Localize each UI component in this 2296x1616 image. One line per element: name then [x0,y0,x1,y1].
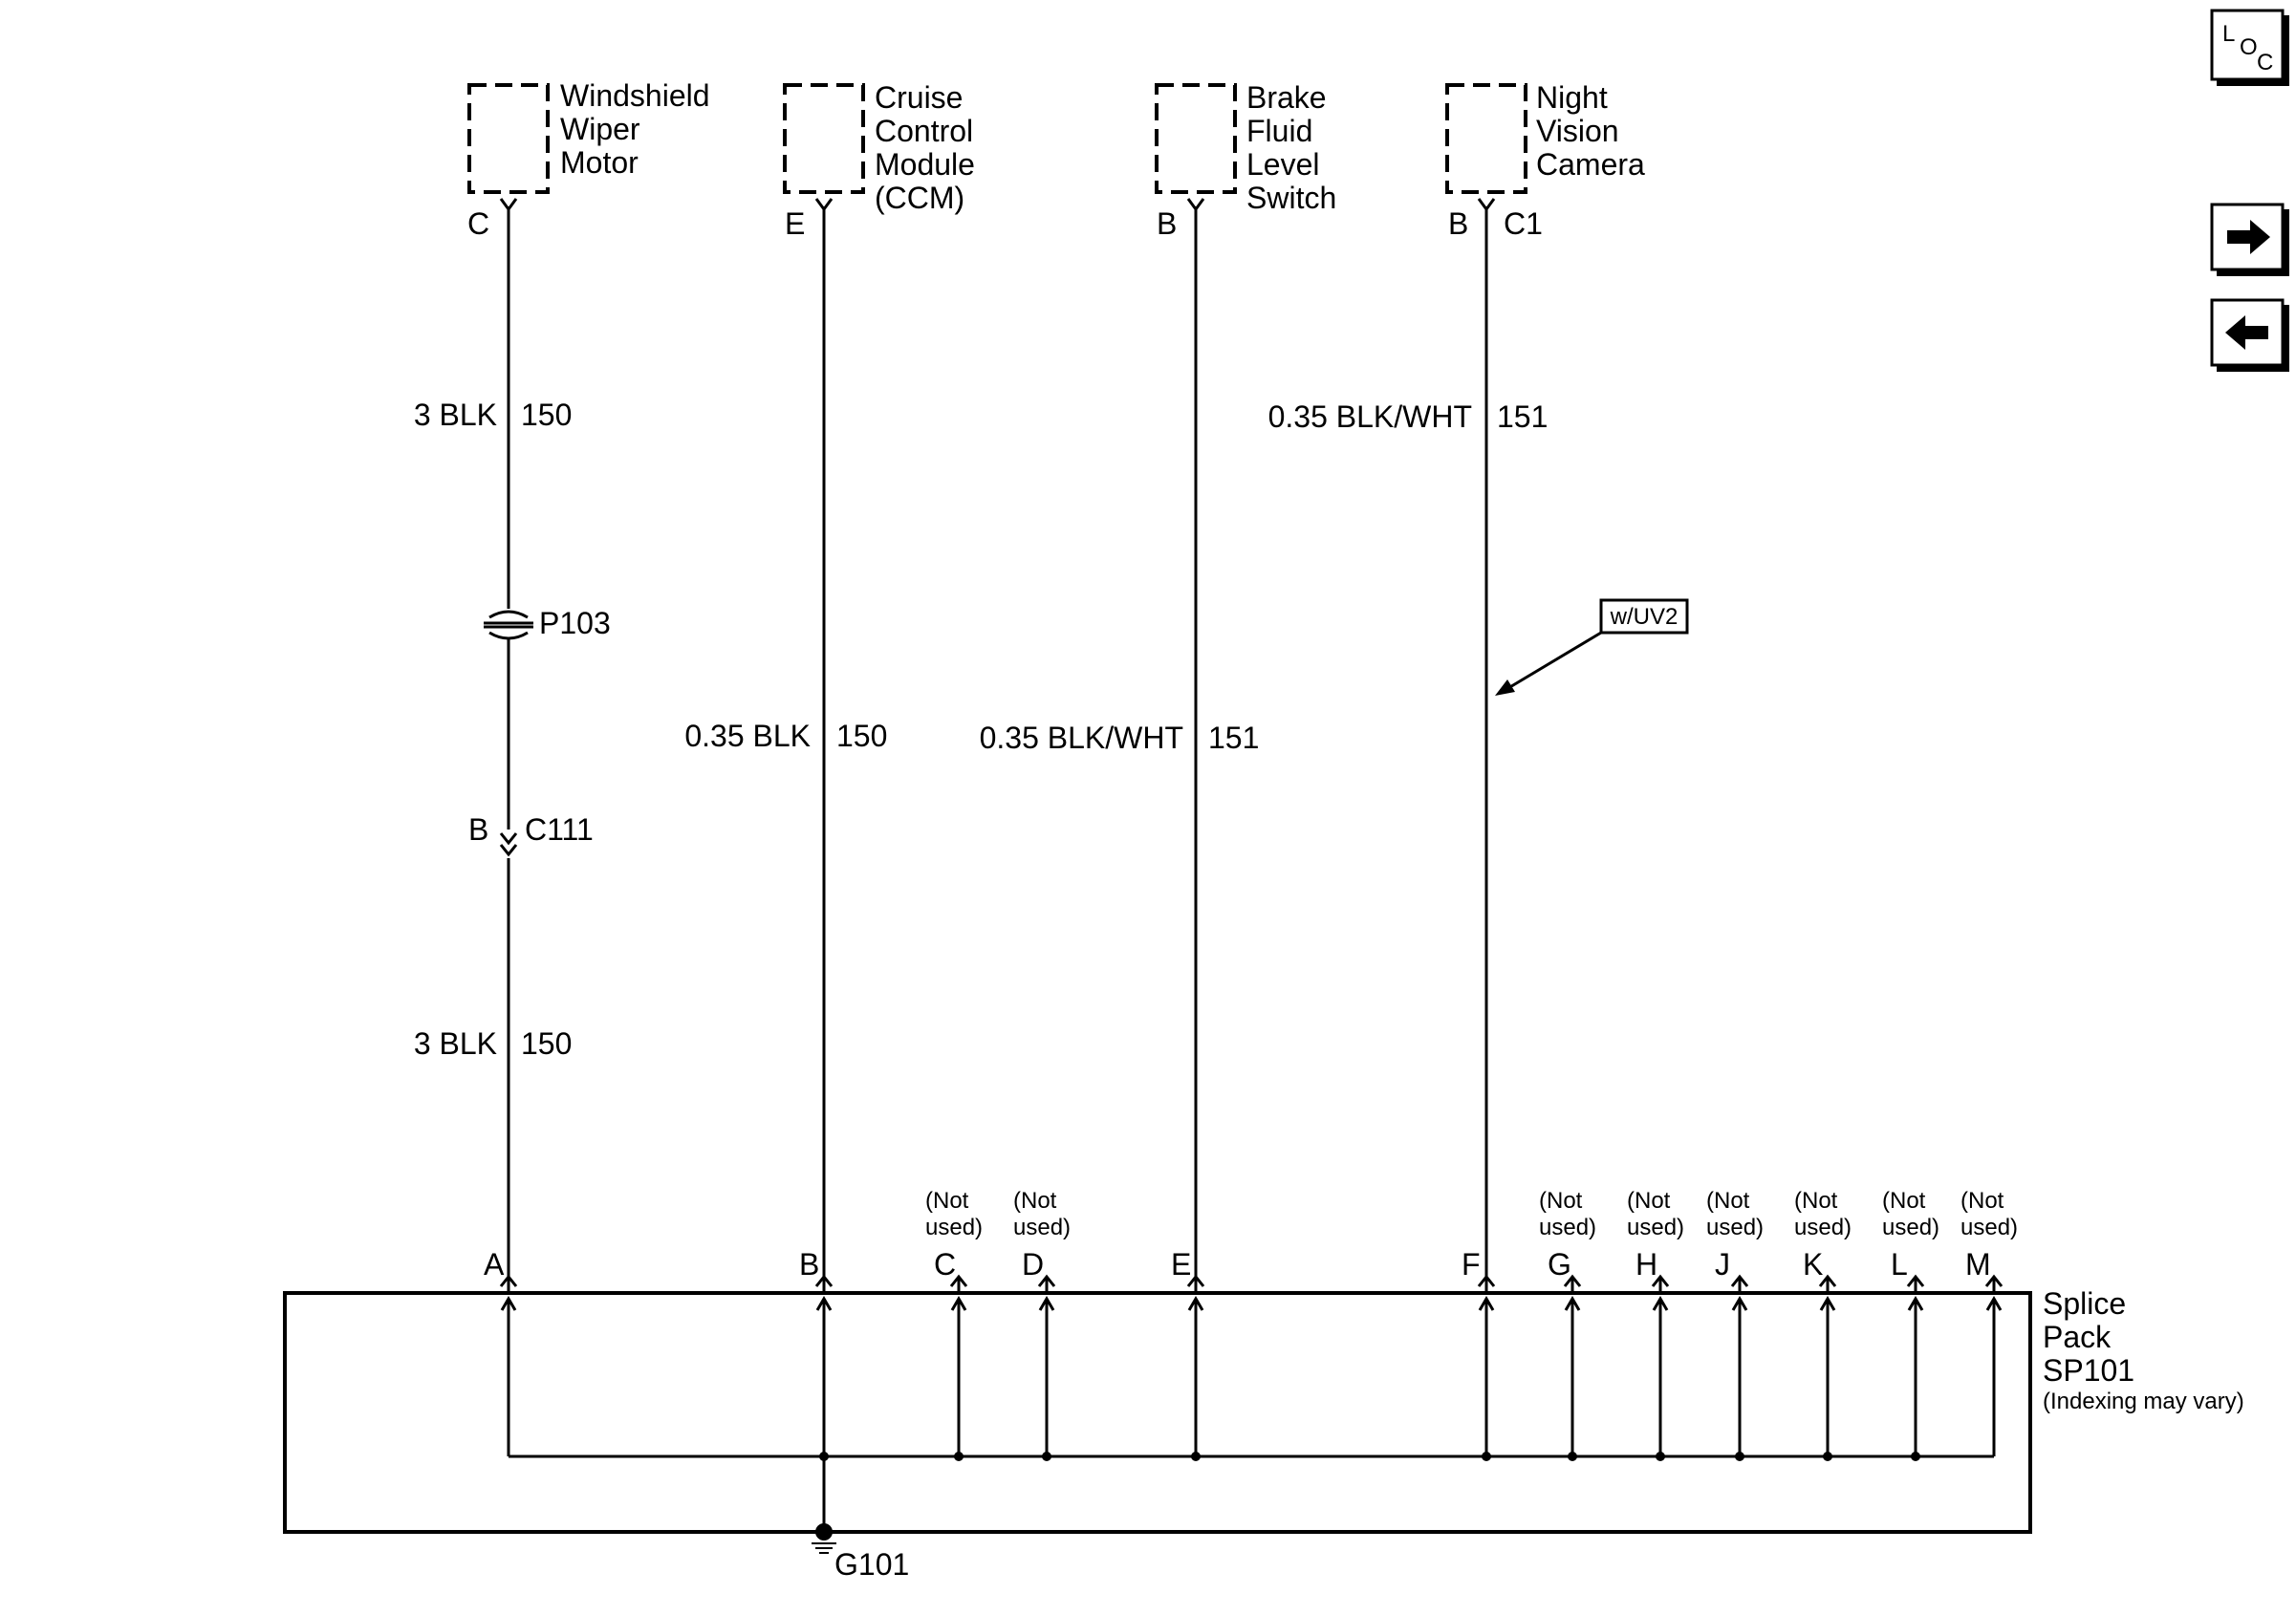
c111-connector [499,832,518,857]
not-used-line2: used) [1627,1215,1684,1240]
cruise-wire-circuit: 150 [836,719,887,753]
loc-letter-c: C [2257,50,2273,75]
night-connector-label: C1 [1504,206,1543,241]
splice-pin-label: J [1715,1247,1730,1282]
not-used-line2: used) [925,1215,983,1240]
splice-pin-label: B [799,1247,819,1282]
loc-button[interactable]: L O C [2210,9,2289,86]
loc-letter-o: O [2240,34,2258,60]
arrow-left-icon [2225,315,2268,350]
wiper-pin-label: C [467,206,489,241]
next-page-button[interactable] [2210,203,2289,276]
splice-pin-f: F [1462,1247,1496,1461]
c111-pin-label: B [468,812,488,847]
not-used-line2: used) [1013,1215,1071,1240]
not-used-line1: (Not [1882,1188,1926,1214]
component-terminals [499,198,1496,212]
brake-pin-label: B [1157,206,1177,241]
splice-pack-line1: Splice [2043,1286,2126,1321]
splice-pin-label: D [1022,1247,1044,1282]
splice-pack-line3: SP101 [2043,1353,2134,1388]
night-label-2: Vision [1536,114,1619,148]
night-pin-label: B [1448,206,1468,241]
splice-pin-label: M [1965,1247,1991,1282]
splice-pack-note: (Indexing may vary) [2043,1389,2244,1414]
not-used-line1: (Not [1706,1188,1750,1214]
splice-pin-label: C [934,1247,956,1282]
not-used-line2: used) [1794,1215,1852,1240]
night-wire-gauge: 0.35 BLK/WHT [1268,399,1472,434]
brake-fluid-level-switch: Brake Fluid Level Switch B [1155,80,1336,241]
not-used-line2: used) [1706,1215,1764,1240]
wiper-lower-gauge: 3 BLK [414,1026,497,1061]
loc-letter-l: L [2222,21,2235,47]
not-used-line1: (Not [1960,1188,2004,1214]
night-label-1: Night [1536,80,1608,115]
night-label-3: Camera [1536,147,1645,182]
splice-pin-label: K [1803,1247,1823,1282]
option-tag: w/UV2 [1610,604,1679,630]
p103-label: P103 [539,606,611,640]
wiper-label-1: Windshield [560,78,710,113]
ground-g101: G101 [812,1456,909,1582]
splice-pin-e: E [1171,1247,1205,1461]
not-used-line2: used) [1882,1215,1939,1240]
not-used-line1: (Not [1539,1188,1583,1214]
splice-pack-box [283,1291,2032,1534]
splice-pin-b: B [799,1247,834,1461]
brake-wire-circuit: 151 [1208,721,1259,755]
splice-pin-a: A [484,1247,518,1456]
p103-pass-through [484,610,533,640]
night-wire-circuit: 151 [1497,399,1548,434]
splice-pin-label: E [1171,1247,1191,1282]
wiper-lower-circuit: 150 [521,1026,572,1061]
splice-pin-label: L [1891,1247,1908,1282]
prev-page-button[interactable] [2210,298,2289,372]
wiper-label-2: Wiper [560,112,640,146]
splice-pin-label: H [1635,1247,1657,1282]
option-callout: w/UV2 [1495,598,1689,696]
brake-label-4: Switch [1246,181,1336,215]
brake-label-1: Brake [1246,80,1327,115]
wiper-label-3: Motor [560,145,639,180]
wiper-upper-gauge: 3 BLK [414,398,497,432]
not-used-line1: (Not [925,1188,969,1214]
cruise-wire-gauge: 0.35 BLK [684,719,811,753]
arrow-right-icon [2227,220,2270,254]
splice-pin-label: A [484,1247,505,1282]
c111-label: C111 [525,812,594,847]
brake-label-2: Fluid [1246,114,1312,148]
cruise-pin-label: E [785,206,805,241]
not-used-line2: used) [1539,1215,1596,1240]
splice-pack-line2: Pack [2043,1320,2112,1354]
not-used-line1: (Not [1013,1188,1057,1214]
cruise-label-1: Cruise [875,80,963,115]
cruise-label-3: Module [875,147,975,182]
cruise-control-module: Cruise Control Module (CCM) E [783,80,975,241]
not-used-line1: (Not [1627,1188,1671,1214]
wires [507,206,1488,1277]
cruise-label-4: (CCM) [875,181,964,215]
wiper-upper-circuit: 150 [521,398,572,432]
windshield-wiper-motor: Windshield Wiper Motor C [467,78,710,241]
brake-wire-gauge: 0.35 BLK/WHT [980,721,1183,755]
splice-pin-label: G [1548,1247,1571,1282]
not-used-line1: (Not [1794,1188,1838,1214]
not-used-line2: used) [1960,1215,2018,1240]
cruise-label-2: Control [875,114,973,148]
night-vision-camera: Night Vision Camera B C1 [1445,80,1645,241]
splice-pin-label: F [1462,1247,1481,1282]
brake-label-3: Level [1246,147,1320,182]
ground-label: G101 [834,1547,909,1582]
